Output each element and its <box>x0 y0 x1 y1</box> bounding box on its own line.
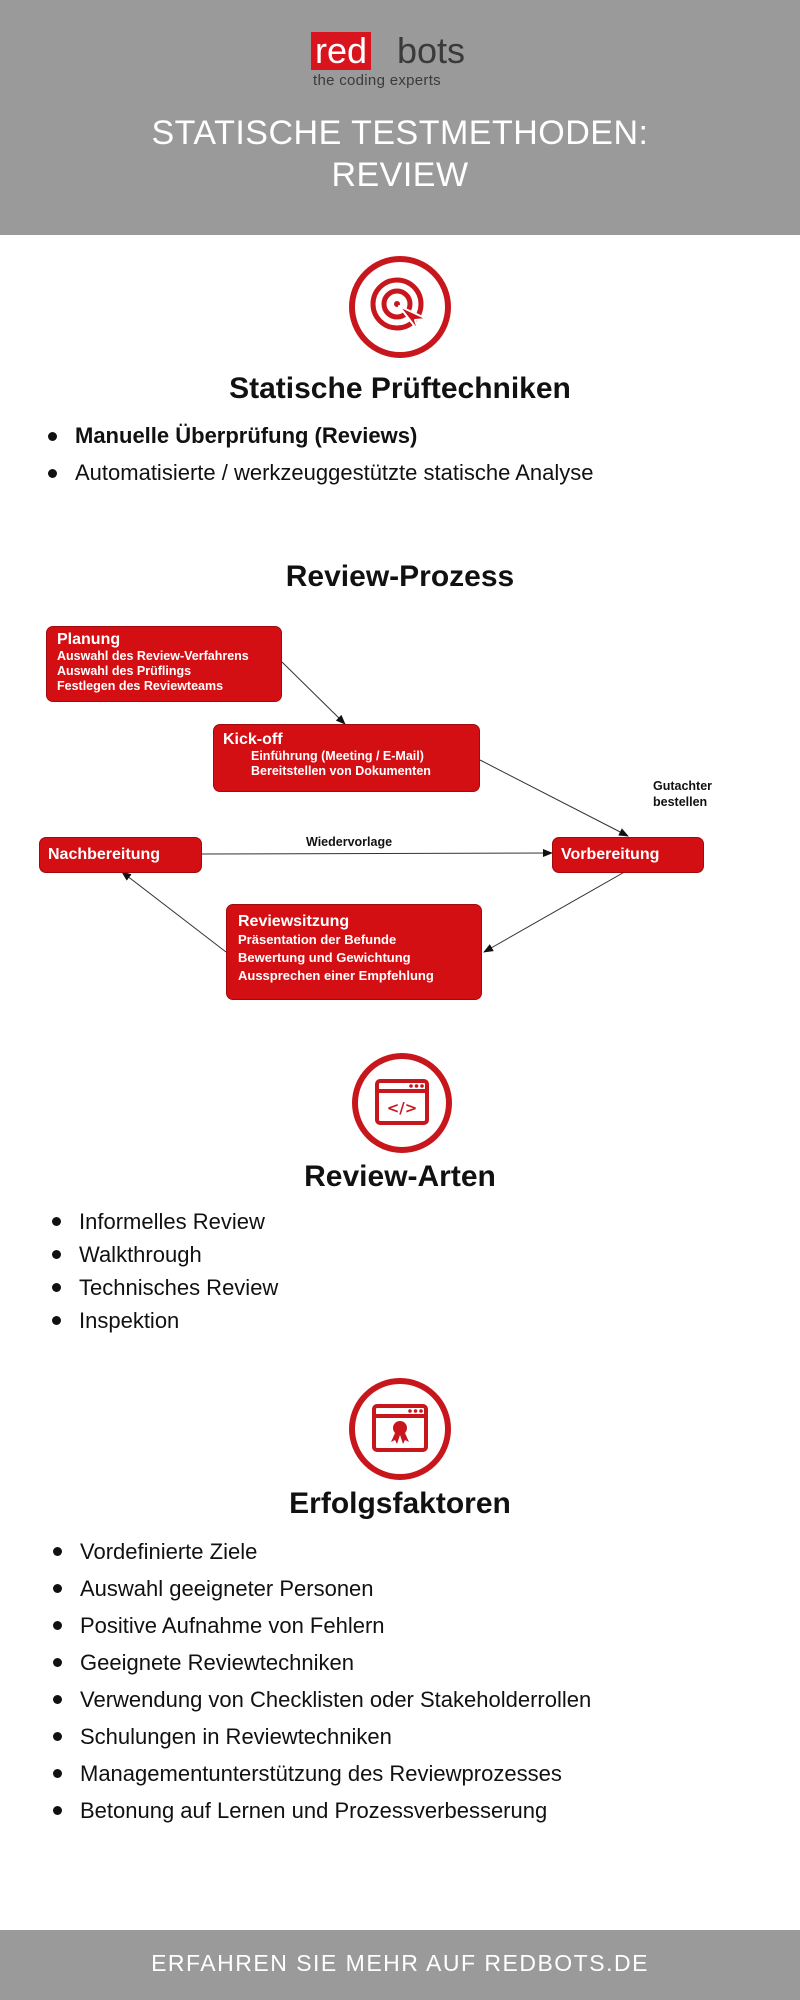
arten-list: Informelles Review Walkthrough Technisch… <box>49 1205 278 1337</box>
code-window-icon: </> <box>352 1053 452 1153</box>
box-reviewsitzung-title: Reviewsitzung <box>238 913 350 930</box>
box-nachbereitung: Nachbereitung <box>39 837 202 873</box>
box-planung-line: Auswahl des Review-Verfahrens <box>57 649 249 663</box>
footer-banner: ERFAHREN SIE MEHR AUF REDBOTS.DE <box>0 1930 800 2000</box>
list-item: Betonung auf Lernen und Prozessverbesser… <box>50 1793 591 1830</box>
pruef-list: Manuelle Überprüfung (Reviews) Automatis… <box>45 420 593 494</box>
label-wiedervorlage: Wiedervorlage <box>306 835 393 849</box>
section-title-pruef: Statische Prüftechniken <box>229 372 571 405</box>
box-nachbereitung-title: Nachbereitung <box>48 846 161 863</box>
award-window-icon <box>349 1378 451 1480</box>
logo-gray-part: bots <box>397 30 466 71</box>
process-arrows <box>121 661 629 953</box>
box-reviewsitzung: Reviewsitzung Präsentation der Befunde B… <box>226 904 482 1000</box>
page-title-line2: REVIEW <box>331 156 469 194</box>
header-banner: red bots the coding experts STATISCHE TE… <box>0 0 800 235</box>
page-title: STATISCHE TESTMETHODEN: REVIEW <box>0 112 800 196</box>
label-gutachter-line2: bestellen <box>653 795 708 809</box>
label-gutachter-line1: Gutachter <box>653 779 713 793</box>
box-kickoff-line: Einführung (Meeting / E-Mail) <box>251 749 424 763</box>
list-item: Auswahl geeigneter Personen <box>50 1571 591 1608</box>
list-item: Geeignete Reviewtechniken <box>50 1645 591 1682</box>
list-item: Technisches Review <box>49 1271 278 1304</box>
box-reviewsitzung-line: Bewertung und Gewichtung <box>238 950 411 965</box>
box-planung: Planung Auswahl des Review-Verfahrens Au… <box>46 626 282 702</box>
arrow-wiedervorlage <box>201 849 553 858</box>
box-reviewsitzung-line: Aussprechen einer Empfehlung <box>238 968 434 983</box>
box-vorbereitung: Vorbereitung <box>552 837 704 873</box>
list-item: Managementunterstützung des Reviewprozes… <box>50 1756 591 1793</box>
box-vorbereitung-title: Vorbereitung <box>561 846 660 863</box>
logo-tagline: the coding experts <box>313 72 441 89</box>
box-planung-line: Auswahl des Prüflings <box>57 664 192 678</box>
section-title-erfolg: Erfolgsfaktoren <box>289 1487 511 1520</box>
box-planung-line: Festlegen des Reviewteams <box>57 679 224 693</box>
arrow-sitzung-nachbereitung <box>121 871 227 953</box>
list-item: Verwendung von Checklisten oder Stakehol… <box>50 1682 591 1719</box>
list-item: Vordefinierte Ziele <box>50 1534 591 1571</box>
list-item: Walkthrough <box>49 1238 278 1271</box>
box-kickoff-title: Kick-off <box>223 731 283 748</box>
arrow-vorbereitung-sitzung <box>483 869 629 953</box>
list-item: Automatisierte / werkzeuggestützte stati… <box>45 457 593 494</box>
box-reviewsitzung-line: Präsentation der Befunde <box>238 932 397 947</box>
arrow-kickoff-vorbereitung <box>479 759 629 837</box>
box-kickoff-line: Bereitstellen von Dokumenten <box>251 764 431 778</box>
section-title-arten: Review-Arten <box>304 1160 496 1193</box>
page-title-line1: STATISCHE TESTMETHODEN: <box>151 114 649 152</box>
list-item: Inspektion <box>49 1304 278 1337</box>
erfolg-list: Vordefinierte Ziele Auswahl geeigneter P… <box>50 1534 591 1830</box>
target-cursor-icon <box>349 256 451 358</box>
label-gutachter: Gutachter bestellen <box>653 778 712 810</box>
footer-link[interactable]: ERFAHREN SIE MEHR AUF REDBOTS.DE <box>151 1950 649 1976</box>
box-planung-title: Planung <box>57 631 121 648</box>
svg-text:</>: </> <box>387 1099 418 1117</box>
review-process-diagram: Planung Auswahl des Review-Verfahrens Au… <box>0 610 800 1010</box>
list-item: Manuelle Überprüfung (Reviews) <box>45 420 593 457</box>
logo-red-part: red <box>311 32 372 70</box>
list-item: Schulungen in Reviewtechniken <box>50 1719 591 1756</box>
box-kickoff: Kick-off Einführung (Meeting / E-Mail) B… <box>213 724 480 792</box>
redbots-logo[interactable]: red bots the coding experts <box>311 32 501 92</box>
arrow-planung-kickoff <box>281 661 346 725</box>
list-item: Positive Aufnahme von Fehlern <box>50 1608 591 1645</box>
list-item: Informelles Review <box>49 1205 278 1238</box>
section-title-prozess: Review-Prozess <box>285 560 515 593</box>
